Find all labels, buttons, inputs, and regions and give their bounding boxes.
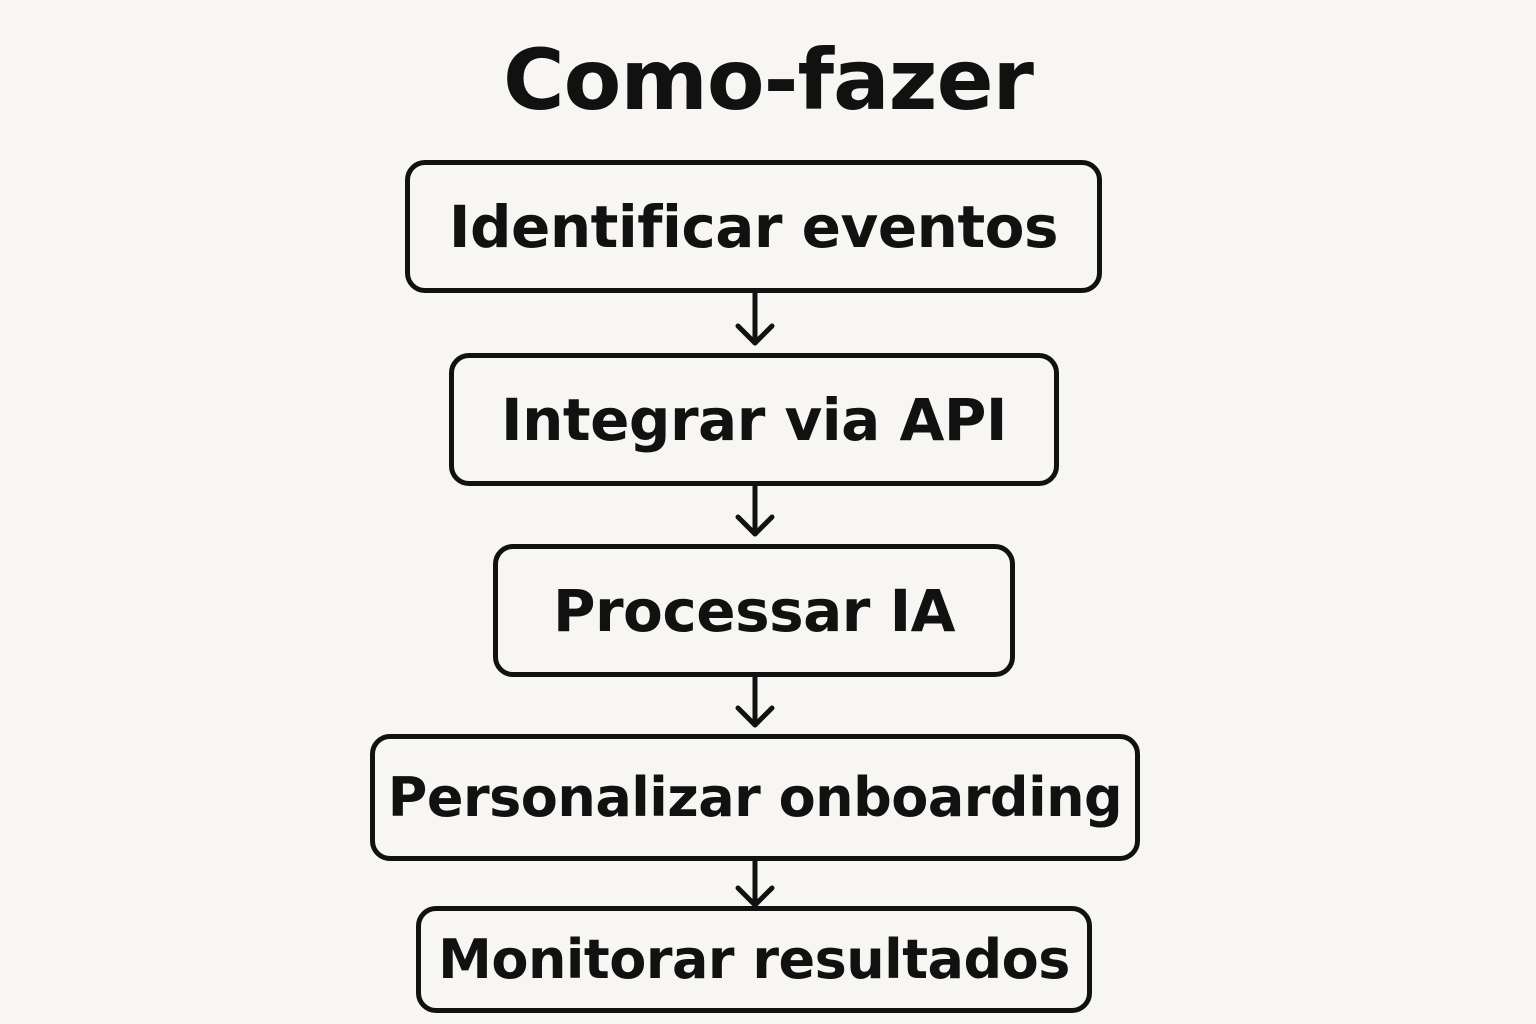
step-identificar-eventos: Identificar eventos — [405, 160, 1102, 293]
arrow-step1-to-step2 — [735, 290, 775, 346]
step-personalizar-onboarding: Personalizar onboarding — [370, 734, 1140, 861]
diagram-title: Como-fazer — [503, 31, 1034, 129]
arrow-step2-to-step3 — [735, 483, 775, 537]
step-processar-ia: Processar IA — [493, 544, 1015, 677]
step-integrar-via-api: Integrar via API — [449, 353, 1059, 486]
step-monitorar-resultados: Monitorar resultados — [416, 906, 1092, 1013]
arrow-step4-to-step5 — [735, 858, 775, 908]
arrow-step3-to-step4 — [735, 674, 775, 728]
